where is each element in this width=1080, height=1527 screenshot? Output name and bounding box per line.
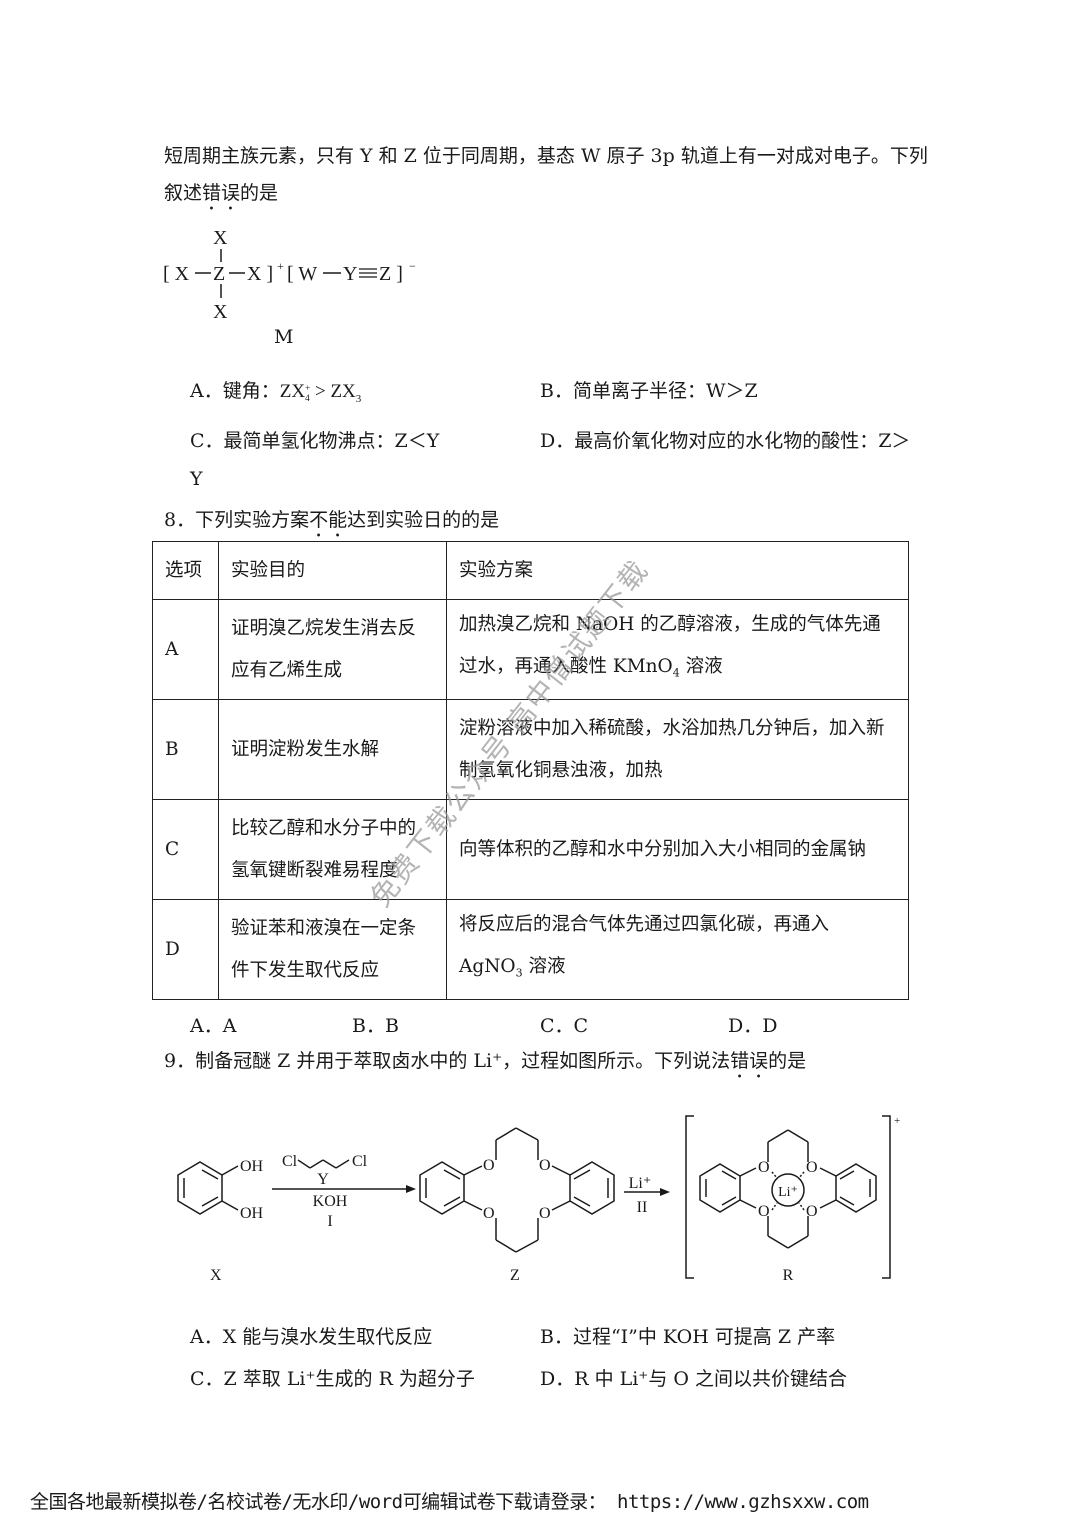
svg-text:Y: Y <box>343 263 357 285</box>
oh-label: OH <box>240 1158 264 1175</box>
q7-option-b: B．简单离子半径：W＞Z <box>540 380 758 402</box>
svg-text:+: + <box>277 259 284 273</box>
q7-option-c: C．最简单氢化物沸点：Z＜Y <box>190 430 440 452</box>
label-x: X <box>210 1267 222 1284</box>
reagent-koh: KOH <box>313 1193 348 1210</box>
charge-sign: + <box>894 1115 900 1127</box>
table-cell-plan: 将反应后的混合气体先通过四氯化碳，再通入 AgNO3 溶液 <box>446 899 909 1000</box>
svg-text:−: − <box>409 259 416 273</box>
q9-stem: 9．制备冠醚 Z 并用于萃取卤水中的 Li⁺，过程如图所示。下列说法错误的是 <box>164 1050 807 1072</box>
table-row: D 验证苯和液溴在一定条件下发生取代反应 将反应后的混合气体先通过四氯化碳，再通… <box>152 899 909 1000</box>
q8-answer-c: C．C <box>540 1015 589 1037</box>
reaction-scheme: OH OH X Cl Cl Y KOH I O O O O <box>177 1115 900 1284</box>
q7-option-d: D．最高价氧化物对应的水化物的酸性：Z＞ <box>540 430 911 452</box>
cl-label: Cl <box>352 1153 368 1170</box>
q8-stem: 8．下列实验方案不能达到实验日的的是 <box>164 509 500 531</box>
o-label: O <box>758 1159 770 1176</box>
q9-option-d: D．R 中 Li⁺与 O 之间以共价键结合 <box>540 1368 847 1390</box>
q7-option-d-wrap: Y <box>190 468 203 490</box>
o-label: O <box>539 1157 551 1174</box>
experiment-table: 选项 实验目的 实验方案 A 证明溴乙烷发生消去反应有乙烯生成 加热溴乙烷和 N… <box>152 541 909 1000</box>
step-label: II <box>637 1199 648 1216</box>
svg-text:X: X <box>213 227 228 249</box>
svg-text:Z: Z <box>213 263 225 285</box>
emphasis-mark: 不能 <box>309 509 348 531</box>
svg-text:Z ]: Z ] <box>379 263 403 285</box>
table-cell-goal: 比较乙醇和水分子中的氢氧键断裂难易程度 <box>218 799 447 900</box>
arrow-head <box>406 1185 416 1193</box>
q8-answer-b: B．B <box>352 1015 399 1037</box>
table-cell-option: D <box>152 899 219 1000</box>
oh-label: OH <box>240 1205 264 1222</box>
o-label: O <box>806 1203 818 1220</box>
o-label: O <box>539 1205 551 1222</box>
o-label: O <box>483 1157 495 1174</box>
q7-option-a-formula: ZX+4 > ZX3 <box>279 381 362 405</box>
structure-m: X [ X Z X ] + [ W Y Z ] − X <box>163 227 416 323</box>
q9-option-b: B．过程“I”中 KOH 可提高 Z 产率 <box>540 1326 836 1348</box>
table-cell-plan: 向等体积的乙醇和水中分别加入大小相同的金属钠 <box>446 799 909 900</box>
table-cell-option: B <box>152 699 219 800</box>
label-y: Y <box>317 1171 329 1188</box>
reagent-li: Li⁺ <box>629 1175 652 1192</box>
emphasis-mark: 错误 <box>202 182 241 204</box>
q8-answer-a: A．A <box>190 1015 237 1037</box>
o-label: O <box>758 1203 770 1220</box>
structure-label: M <box>274 326 294 348</box>
table-row: A 证明溴乙烷发生消去反应有乙烯生成 加热溴乙烷和 NaOH 的乙醇溶液，生成的… <box>152 599 909 700</box>
arrow-head <box>660 1188 670 1196</box>
q8-answer-d: D．D <box>728 1015 778 1037</box>
table-header: 实验方案 <box>446 541 909 600</box>
label-z: Z <box>510 1267 520 1284</box>
table-header: 选项 <box>152 541 219 600</box>
o-label: O <box>806 1159 818 1176</box>
emphasis-mark: 错误 <box>730 1050 769 1072</box>
table-header-row: 选项 实验目的 实验方案 <box>152 541 909 600</box>
molecule-z <box>419 1127 615 1253</box>
svg-text:[ X: [ X <box>163 263 190 285</box>
q7-stem-line1: 短周期主族元素，只有 Y 和 Z 位于同周期，基态 W 原子 3p 轨道上有一对… <box>164 145 928 167</box>
table-header: 实验目的 <box>218 541 447 600</box>
table-row: C 比较乙醇和水分子中的氢氧键断裂难易程度 向等体积的乙醇和水中分别加入大小相同… <box>152 799 909 900</box>
molecule-r <box>685 1115 891 1279</box>
svg-text:X ]: X ] <box>247 263 273 285</box>
label-r: R <box>783 1267 794 1284</box>
reagent-y <box>297 1159 350 1169</box>
step-label: I <box>327 1213 332 1230</box>
footer-download-notice[interactable]: 全国各地最新模拟卷/名校试卷/无水印/word可编辑试卷下载请登录： https… <box>30 1491 869 1513</box>
table-cell-option: A <box>152 599 219 700</box>
table-cell-plan: 淀粉溶液中加入稀硫酸，水浴加热几分钟后，加入新制氢氧化铜悬浊液，加热 <box>446 699 909 800</box>
q9-option-c: C．Z 萃取 Li⁺生成的 R 为超分子 <box>190 1368 475 1390</box>
svg-text:X: X <box>213 301 228 323</box>
svg-text:[ W: [ W <box>287 263 317 285</box>
molecule-x <box>177 1161 239 1215</box>
cl-label: Cl <box>282 1153 298 1170</box>
q7-option-a: A．键角：ZX+4 > ZX3 <box>190 380 362 405</box>
table-cell-option: C <box>152 799 219 900</box>
table-cell-goal: 证明溴乙烷发生消去反应有乙烯生成 <box>218 599 447 700</box>
table-row: B 证明淀粉发生水解 淀粉溶液中加入稀硫酸，水浴加热几分钟后，加入新制氢氧化铜悬… <box>152 699 909 800</box>
table-cell-goal: 证明淀粉发生水解 <box>218 699 447 800</box>
q7-stem-line2: 叙述错误的是 <box>164 182 279 204</box>
o-label: O <box>483 1205 495 1222</box>
table-cell-plan: 加热溴乙烷和 NaOH 的乙醇溶液，生成的气体先通过水，再通入酸性 KMnO4 … <box>446 599 909 700</box>
table-cell-goal: 验证苯和液溴在一定条件下发生取代反应 <box>218 899 447 1000</box>
li-ion-label: Li⁺ <box>778 1185 798 1200</box>
q9-option-a: A．X 能与溴水发生取代反应 <box>190 1326 433 1348</box>
